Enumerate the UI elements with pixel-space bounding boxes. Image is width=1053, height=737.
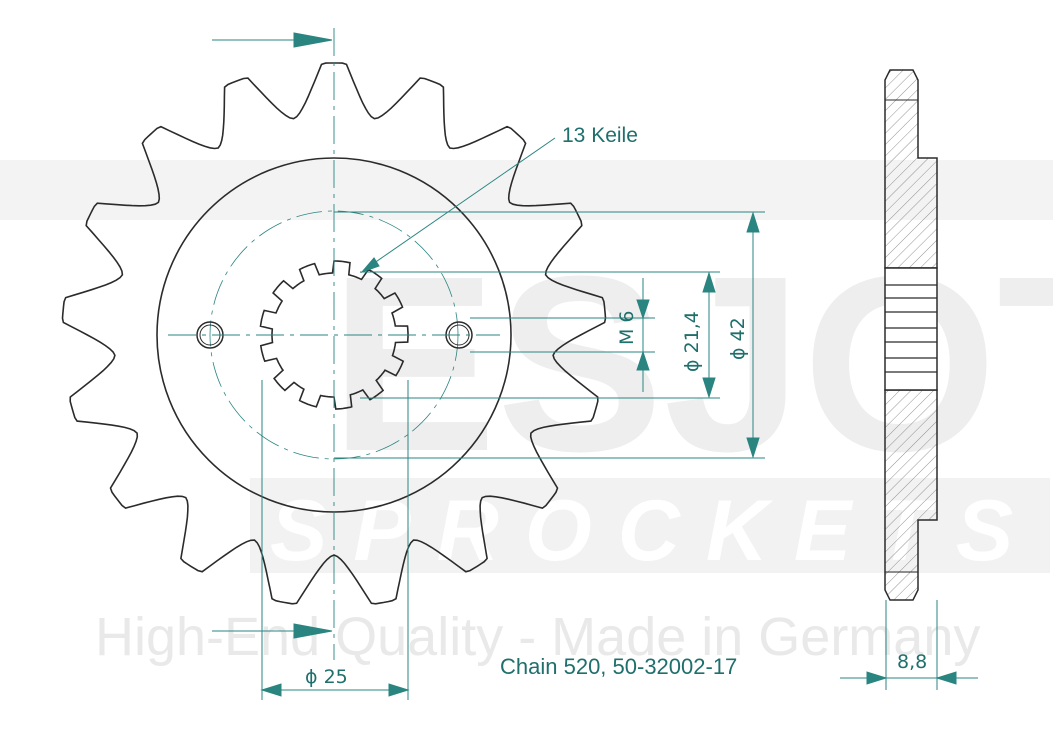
- callout-arrow: [360, 257, 380, 274]
- front-view: [61, 28, 607, 660]
- dim-width: 8,8: [897, 651, 927, 673]
- dim-d25: ϕ 25: [305, 666, 348, 688]
- dim-m6: M 6: [616, 310, 638, 345]
- tooth-outline: [61, 62, 607, 605]
- side-upper: [884, 69, 938, 269]
- dim-d42: ϕ 42: [727, 317, 749, 360]
- side-spline-band: [884, 267, 938, 391]
- spline-callout: 13 Keile: [562, 124, 638, 147]
- section-arrow-bottom: [293, 623, 333, 639]
- side-view: [884, 69, 938, 601]
- watermark-tagline: High-End Quality - Made in Germany: [95, 607, 980, 667]
- chain-caption: Chain 520, 50-32002-17: [500, 654, 737, 679]
- dim-d214: ϕ 21,4: [681, 311, 703, 372]
- dimensions: [212, 32, 978, 700]
- side-lower: [884, 389, 938, 601]
- section-arrow-top: [293, 32, 333, 48]
